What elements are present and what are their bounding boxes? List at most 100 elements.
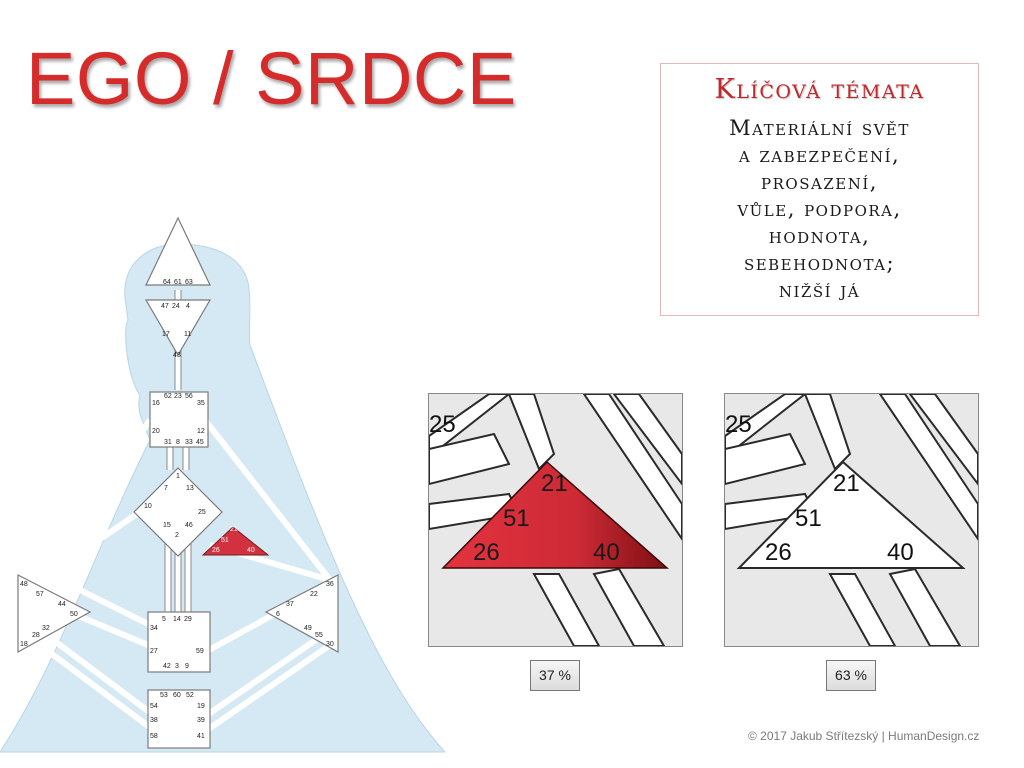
svg-text:47: 47 — [161, 303, 169, 310]
svg-text:8: 8 — [176, 439, 180, 446]
svg-text:46: 46 — [185, 522, 193, 529]
gate-label: 21 — [541, 470, 568, 497]
card-line: sebehodnota; — [743, 251, 896, 275]
root-center — [147, 689, 211, 749]
svg-text:1: 1 — [176, 473, 180, 480]
gate-label: 26 — [765, 539, 792, 566]
card-line: hodnota, — [768, 224, 871, 248]
svg-text:5: 5 — [162, 616, 166, 623]
svg-text:26: 26 — [212, 547, 220, 554]
card-line: nižší já — [778, 278, 861, 302]
svg-text:39: 39 — [197, 717, 205, 724]
svg-text:50: 50 — [70, 611, 78, 618]
svg-text:16: 16 — [152, 400, 160, 407]
svg-text:21: 21 — [230, 526, 238, 533]
svg-text:4: 4 — [186, 303, 190, 310]
ego-zoom-active: 25 21 51 26 40 — [428, 393, 683, 647]
svg-text:64: 64 — [163, 279, 171, 286]
svg-text:6: 6 — [276, 611, 280, 618]
gate-label: 40 — [593, 539, 620, 566]
svg-text:22: 22 — [310, 591, 318, 598]
svg-text:61: 61 — [174, 279, 182, 286]
svg-text:58: 58 — [150, 733, 158, 740]
gate-label: 51 — [503, 505, 530, 532]
gate-label: 51 — [795, 505, 822, 532]
gate-label: 21 — [833, 470, 860, 497]
svg-text:56: 56 — [185, 393, 193, 400]
svg-text:32: 32 — [42, 625, 50, 632]
svg-text:11: 11 — [184, 331, 191, 338]
svg-text:53: 53 — [160, 692, 168, 699]
svg-text:27: 27 — [150, 648, 158, 655]
card-line: Materiální svět — [729, 116, 910, 140]
svg-text:43: 43 — [173, 352, 181, 359]
card-lines: Materiální svět a zabezpečení, prosazení… — [661, 115, 978, 304]
svg-text:13: 13 — [186, 485, 194, 492]
svg-text:38: 38 — [150, 717, 158, 724]
ego-center — [201, 526, 270, 556]
svg-text:17: 17 — [162, 331, 170, 338]
svg-text:57: 57 — [36, 591, 44, 598]
svg-text:55: 55 — [315, 632, 323, 639]
svg-text:20: 20 — [152, 428, 160, 435]
svg-text:15: 15 — [163, 522, 171, 529]
svg-text:45: 45 — [196, 439, 204, 446]
svg-text:7: 7 — [164, 485, 168, 492]
copyright-footer: © 2017 Jakub Střítezský | HumanDesign.cz — [748, 729, 980, 743]
gate-label: 25 — [429, 411, 456, 438]
svg-text:40: 40 — [247, 547, 255, 554]
svg-text:18: 18 — [20, 641, 28, 648]
card-line: vůle, podpora, — [737, 197, 902, 221]
svg-text:35: 35 — [197, 400, 205, 407]
percent-badge-left: 37 % — [530, 660, 580, 691]
svg-text:31: 31 — [164, 439, 172, 446]
gate-label: 25 — [725, 411, 752, 438]
svg-text:9: 9 — [185, 663, 189, 670]
svg-text:2: 2 — [175, 532, 179, 539]
svg-text:30: 30 — [326, 641, 334, 648]
svg-text:51: 51 — [221, 537, 229, 544]
svg-text:3: 3 — [175, 663, 179, 670]
svg-text:24: 24 — [172, 303, 180, 310]
svg-text:25: 25 — [198, 509, 206, 516]
svg-text:52: 52 — [186, 692, 194, 699]
gate-label: 26 — [473, 539, 500, 566]
svg-text:33: 33 — [185, 439, 193, 446]
svg-text:62: 62 — [164, 393, 172, 400]
solar-plexus-center — [264, 574, 339, 654]
svg-text:12: 12 — [197, 428, 205, 435]
body-silhouette — [0, 243, 447, 753]
svg-text:14: 14 — [173, 616, 181, 623]
svg-text:36: 36 — [326, 581, 334, 588]
sacral-center — [147, 611, 211, 673]
svg-text:54: 54 — [150, 703, 158, 710]
card-heading: Klíčová témata — [714, 74, 925, 105]
svg-text:63: 63 — [185, 279, 193, 286]
svg-text:10: 10 — [144, 503, 152, 510]
svg-text:19: 19 — [197, 703, 205, 710]
key-themes-card: Klíčová témata Materiální svět a zabezpe… — [660, 63, 979, 316]
gate-label: 40 — [887, 539, 914, 566]
g-center — [133, 467, 223, 557]
spleen-center — [17, 574, 92, 654]
svg-text:41: 41 — [197, 733, 205, 740]
card-line: prosazení, — [761, 170, 878, 194]
svg-text:42: 42 — [163, 663, 171, 670]
svg-text:48: 48 — [20, 581, 28, 588]
svg-text:37: 37 — [286, 601, 294, 608]
svg-text:44: 44 — [58, 601, 66, 608]
svg-text:49: 49 — [304, 625, 312, 632]
svg-text:29: 29 — [184, 616, 192, 623]
throat-center — [149, 391, 209, 448]
svg-text:59: 59 — [196, 648, 204, 655]
page-title: EGO / SRDCE — [26, 37, 517, 120]
ajna-center — [144, 299, 212, 357]
ego-zoom-inactive: 25 21 51 26 40 — [724, 393, 979, 647]
svg-text:28: 28 — [32, 632, 40, 639]
percent-badge-right: 63 % — [826, 660, 876, 691]
card-line: a zabezpečení, — [738, 143, 901, 167]
svg-text:23: 23 — [174, 393, 182, 400]
svg-text:34: 34 — [150, 625, 158, 632]
svg-text:60: 60 — [173, 692, 181, 699]
